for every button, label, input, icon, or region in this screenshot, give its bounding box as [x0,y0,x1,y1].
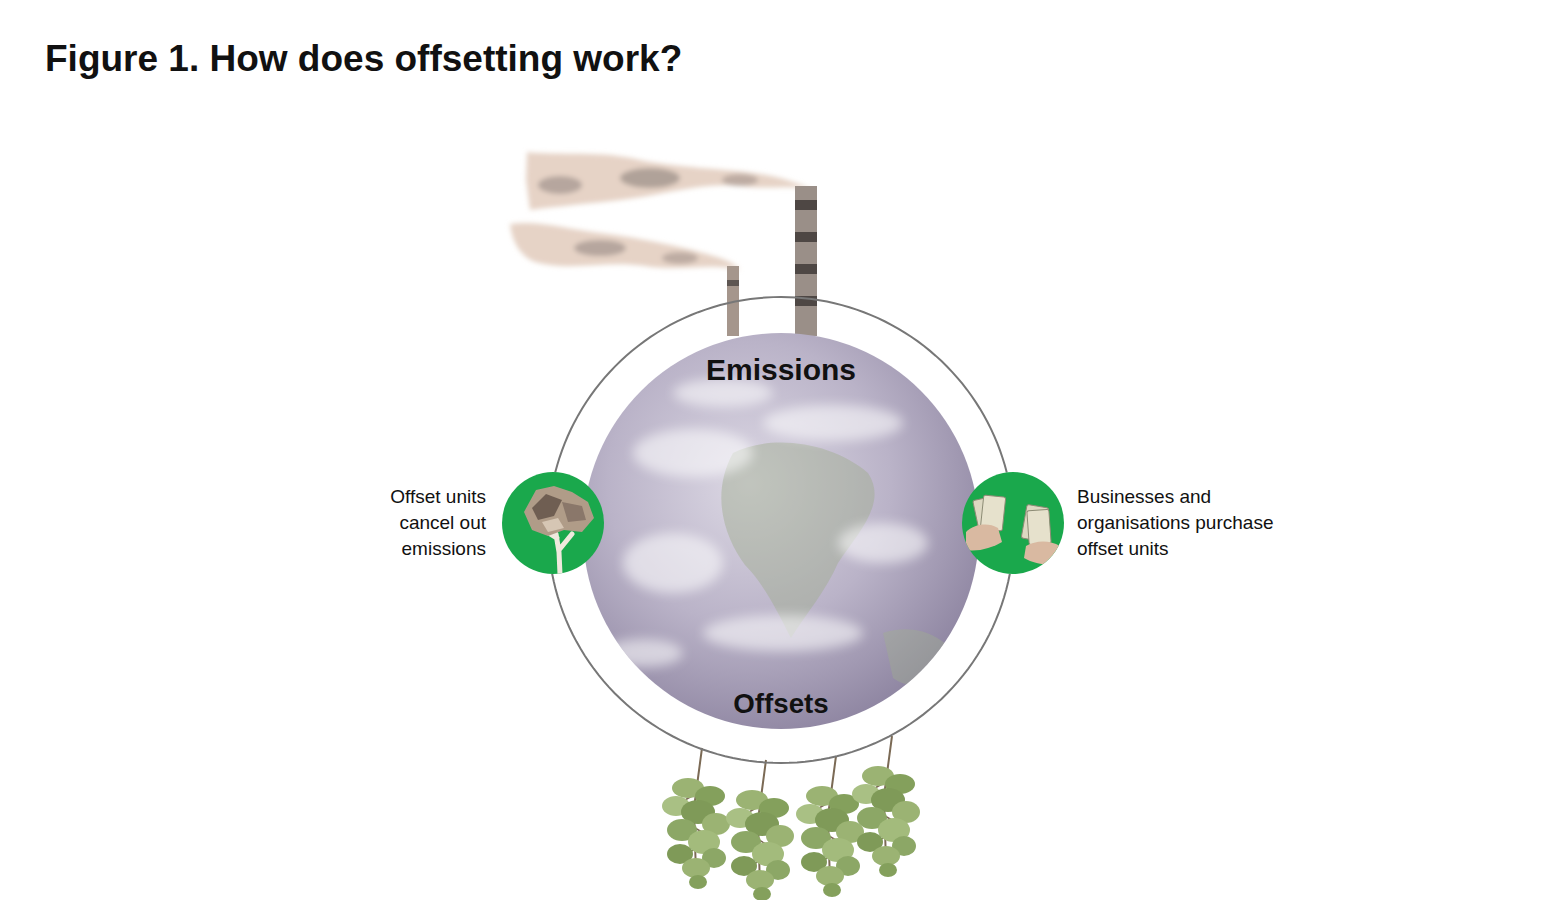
smoke-plumes [510,152,812,270]
chimney [795,186,817,336]
trees [662,736,920,900]
green-circle [962,472,1064,574]
globe-shape [583,333,979,729]
smoke-shade [538,176,582,194]
figure-title: Figure 1. How does offsetting work? [45,38,682,80]
purchase-circle: Businesses and organisations purchase of… [962,472,1064,574]
offset-icon [502,472,604,574]
clouds [603,379,928,667]
globe-node: EmissionsOffsets [583,333,979,729]
smoke-shade [662,252,698,264]
smoke-plume [526,152,812,210]
hanging-tree [662,748,730,889]
globe-label: Offsets [583,687,979,721]
chimneys [727,186,817,336]
chimney-stripe [727,280,739,286]
hanging-tree [796,756,864,897]
globe-surface [603,379,963,685]
step-label: Businesses and organisations purchase of… [1077,484,1322,562]
globe [583,333,979,729]
smoke-shade [722,174,758,186]
step-label: Offset units cancel out emissions [354,484,486,562]
purchase-icon [962,472,1064,574]
smoke-shade [574,240,626,256]
hanging-tree [726,760,794,900]
hanging-tree [852,736,920,877]
smoke-shade [620,168,680,188]
smoke-plume [510,223,740,270]
green-circle [502,472,604,574]
money-icon [966,495,1060,565]
chimney-stripe [795,264,817,274]
offset-circle: Offset units cancel out emissions [502,472,604,574]
continent [883,629,963,685]
globe-label: Emissions [583,353,979,387]
tree-icon [524,486,594,574]
chimney-stripe [795,200,817,210]
chimney-stripe [795,232,817,242]
